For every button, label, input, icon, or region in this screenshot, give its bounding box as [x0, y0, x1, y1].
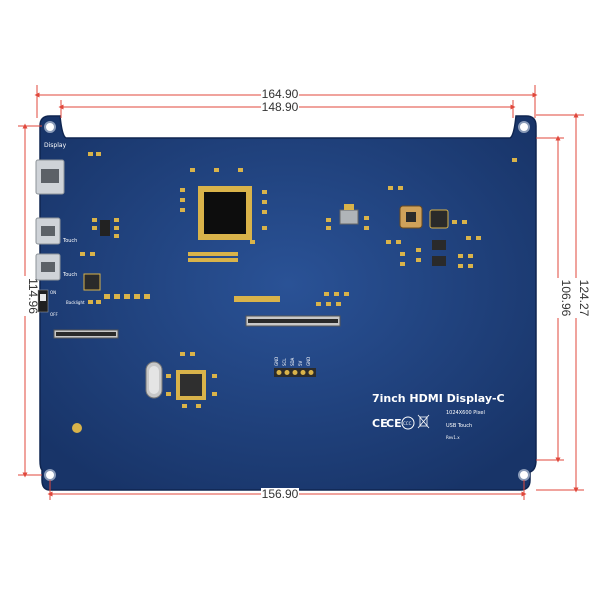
power-section: [339, 204, 449, 266]
dim-right-outer-label: 124.27: [577, 280, 591, 317]
resolution-label: 1024X600 Pixel: [446, 410, 485, 416]
pin-label: GND: [306, 357, 311, 366]
connectors: Display Touch Touch ON OFF Backlight: [35, 142, 85, 317]
silk-off-label: OFF: [50, 312, 58, 317]
silk-backlight-label: Backlight: [66, 300, 85, 305]
silk-touch-label-1: Touch: [62, 238, 77, 244]
touch-controller-chip: [176, 370, 206, 400]
dim-left-label: 114.96: [26, 278, 40, 314]
dim-top-outer-label: 164.90: [262, 87, 299, 101]
ce-mark-icon: CE: [386, 417, 402, 430]
weee-bin-icon: [417, 414, 430, 429]
smd-components: [80, 152, 517, 408]
pin-label: SDA: [290, 357, 295, 366]
touch-type-label: USB Touch: [446, 423, 472, 429]
silk-display-label: Display: [44, 142, 67, 149]
pcb-board: [39, 115, 537, 491]
revision-label: Rev1.x: [446, 435, 460, 440]
pin-label: SCL: [282, 358, 287, 366]
dim-top-inner-label: 148.90: [262, 100, 299, 114]
ccc-mark-label: CCC: [403, 421, 412, 426]
board-label-block: 7inch HDMI Display-C CE CE CCC 1024X600 …: [372, 392, 505, 440]
mount-hole-icon: [44, 469, 56, 481]
main-controller-chip: [198, 186, 252, 240]
dim-bottom-label: 156.90: [262, 487, 299, 501]
board-title: 7inch HDMI Display-C: [372, 392, 505, 405]
dim-right-inner-label: 106.96: [559, 280, 573, 317]
silk-touch-label-2: Touch: [62, 272, 77, 278]
pin-label: 5V: [298, 360, 303, 366]
ce-mark-icon: CE: [372, 417, 388, 430]
ccc-mark-icon: [401, 416, 415, 430]
silk-on-label: ON: [50, 290, 56, 295]
mount-hole-icon: [518, 469, 530, 481]
crystal-oscillator: [145, 361, 163, 399]
mount-hole-icon: [518, 121, 530, 133]
pin-header: GND SCL SDA 5V GND: [274, 357, 316, 377]
fpc-connectors: [53, 258, 341, 339]
mount-hole-icon: [44, 121, 56, 133]
test-pad-icon: [72, 423, 82, 433]
pin-label: GND: [274, 357, 279, 366]
